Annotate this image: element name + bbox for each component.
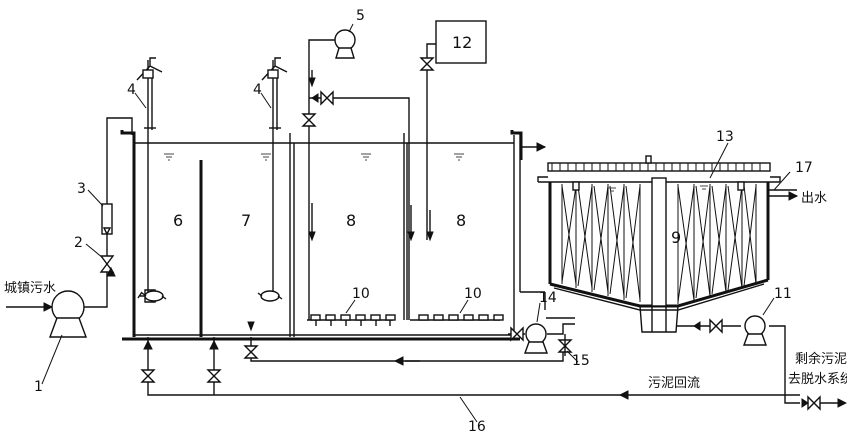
- blower-5: [334, 29, 356, 59]
- diffusers-right: [410, 314, 504, 321]
- label-8-right: 8: [456, 211, 466, 230]
- inlet-pipe: [6, 302, 54, 312]
- label-15: 15: [572, 353, 590, 369]
- label-17: 17: [795, 160, 813, 176]
- main-tank: [120, 130, 523, 341]
- separator-tank: [537, 155, 781, 333]
- feed-pipe: [84, 117, 133, 308]
- label-12: 12: [452, 33, 472, 52]
- excess-sludge-label-line1: 剩余污泥: [795, 351, 847, 367]
- return-sludge-piping: [508, 292, 575, 342]
- label-7: 7: [241, 211, 251, 230]
- sludge-return-label: 污泥回流: [648, 376, 700, 391]
- leader-line-14: [536, 302, 541, 323]
- flowmeter-3: [101, 203, 113, 236]
- leader-line-4-left: [134, 92, 147, 109]
- flow-arrow-up: [106, 266, 116, 277]
- label-9: 9: [671, 228, 681, 247]
- label-11: 11: [774, 286, 792, 302]
- leader-line-15: [566, 350, 579, 363]
- leader-line-13: [709, 142, 729, 179]
- air-pipe: [301, 39, 410, 320]
- leader-line-2: [85, 243, 104, 259]
- membrane-modules-13: [561, 181, 757, 304]
- leader-line-11: [762, 297, 775, 316]
- inlet-label: 城镇污水: [4, 281, 56, 296]
- dosing-unit-12: [419, 20, 487, 240]
- label-16: 16: [468, 419, 486, 435]
- label-4-left: 4: [127, 82, 136, 98]
- leader-line-4-right: [260, 92, 272, 109]
- mixer-4-left: [136, 57, 167, 303]
- mixer-4-right: [257, 57, 288, 302]
- label-8-left: 8: [346, 211, 356, 230]
- label-14: 14: [539, 290, 557, 306]
- leader-line-5: [348, 23, 354, 33]
- outlet-pipe: [768, 189, 799, 201]
- label-5: 5: [356, 8, 365, 24]
- pump-1: [48, 290, 88, 338]
- pump-11: [743, 315, 767, 346]
- leader-line-17: [773, 171, 791, 191]
- outlet-label: 出水: [801, 191, 827, 206]
- label-10-right: 10: [464, 286, 482, 302]
- pump-14: [524, 323, 548, 354]
- leader-line-1: [41, 334, 63, 385]
- excess-sludge-pipe: [676, 318, 847, 411]
- label-10-left: 10: [352, 286, 370, 302]
- label-2: 2: [74, 235, 83, 251]
- label-1: 1: [34, 379, 43, 395]
- sludge-return-line-16: [140, 321, 800, 400]
- flow-arrows-tank8: [308, 70, 434, 242]
- label-3: 3: [77, 181, 86, 197]
- valve-15: [557, 334, 573, 356]
- leader-line-3: [87, 189, 104, 207]
- label-6: 6: [173, 211, 183, 230]
- excess-sludge-label-line2: 去脱水系统: [788, 372, 847, 387]
- leader-line-16: [459, 396, 478, 423]
- diffusers-left: [307, 314, 396, 326]
- transfer-pipe: [520, 142, 547, 293]
- label-4-right: 4: [253, 82, 262, 98]
- label-13: 13: [716, 129, 734, 145]
- leader-line-10-right: [459, 299, 469, 314]
- leader-line-10-left: [345, 299, 356, 314]
